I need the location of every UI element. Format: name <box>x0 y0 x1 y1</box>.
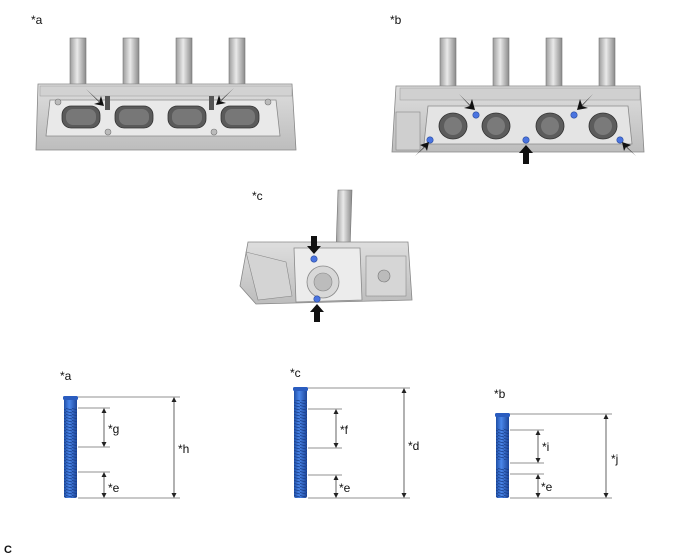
cylinder-head-view-c <box>239 189 413 322</box>
stud-c-dim-overall: *d <box>408 439 420 453</box>
stud-marker <box>105 96 110 110</box>
stud-b-dim-thread-top: *i <box>542 440 550 454</box>
pointer-arrow <box>216 88 234 105</box>
stud-bolt-b <box>495 413 612 499</box>
pointer-arrow <box>86 89 104 106</box>
pointer-arrow <box>459 94 475 110</box>
cylinder-head-view-a <box>35 37 297 151</box>
stud-marker <box>616 136 624 144</box>
stud-c-dim-thread-bottom: *e <box>339 481 351 495</box>
pointer-arrow <box>310 304 324 322</box>
stud-a-label: *a <box>60 369 72 383</box>
pointer-arrow <box>577 94 593 110</box>
stud-marker <box>310 255 318 263</box>
stud-c-dim-thread-top: *f <box>340 423 349 437</box>
stud-b-dim-overall: *j <box>611 452 619 466</box>
view-b-label: *b <box>390 13 402 27</box>
stud-marker <box>472 111 480 119</box>
pointer-arrow <box>307 236 321 254</box>
view-c-label: *c <box>252 189 263 203</box>
stud-b-dim-thread-bottom: *e <box>541 480 553 494</box>
stud-b-label: *b <box>494 387 506 401</box>
stud-a-dim-overall: *h <box>178 442 190 456</box>
stud-c-label: *c <box>290 366 301 380</box>
pointer-arrow <box>519 145 533 164</box>
stud-marker <box>522 136 530 144</box>
stud-bolt-c <box>293 387 410 499</box>
stud-marker <box>209 96 214 110</box>
illustration-code: C <box>4 544 12 556</box>
stud-marker <box>426 136 434 144</box>
view-a-label: *a <box>31 13 43 27</box>
stud-marker <box>570 111 578 119</box>
pointer-arrow <box>415 142 429 156</box>
stud-a-dim-thread-top: *g <box>108 422 120 436</box>
pointer-arrow <box>622 142 636 156</box>
stud-bolt-a <box>63 396 180 499</box>
cylinder-head-view-b <box>391 37 645 164</box>
stud-a-dim-thread-bottom: *e <box>108 481 120 495</box>
stud-marker <box>313 295 321 303</box>
